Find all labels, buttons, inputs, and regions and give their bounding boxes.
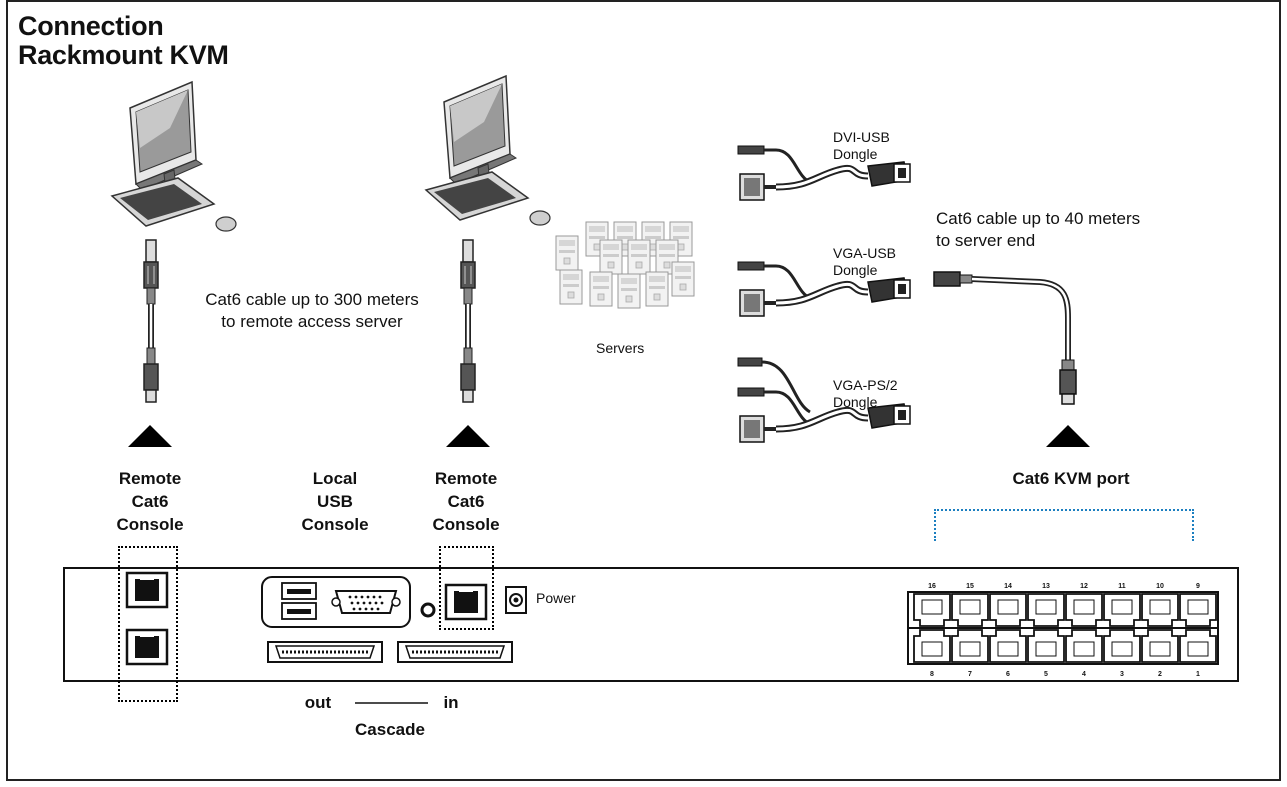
vga-ps2-label-line-1: VGA-PS/2 xyxy=(833,377,898,393)
servers-icon xyxy=(555,221,695,309)
port-number-9: 9 xyxy=(1196,583,1200,590)
title-line-2: Rackmount KVM xyxy=(18,40,229,70)
kvm-port-label: Cat6 KVM port xyxy=(1012,469,1130,488)
dvi-usb-label-line-2: Dongle xyxy=(833,146,878,162)
local-console-line-3: Console xyxy=(301,515,369,534)
vga-ps2-label-line-2: Dongle xyxy=(833,394,878,410)
remote-pc-1 xyxy=(111,81,237,232)
server-cable-label-line-2: to server end xyxy=(936,231,1036,250)
local-console-label: Local USB Console xyxy=(285,467,385,536)
port-number-6: 6 xyxy=(1006,671,1010,678)
port-number-4: 4 xyxy=(1082,671,1086,678)
remote-console-left-line-1: Remote xyxy=(118,469,182,488)
server-cable xyxy=(933,271,1077,405)
reset-knob-icon xyxy=(420,602,436,618)
remote-console-right-highlight xyxy=(439,546,494,630)
remote-console-left-line-2: Cat6 xyxy=(131,492,169,511)
remote-console-left-line-3: Console xyxy=(116,515,184,534)
remote-console-right-line-1: Remote xyxy=(434,469,498,488)
remote-cable-1 xyxy=(144,240,158,402)
remote-cable-2 xyxy=(461,240,475,402)
kvm-port-block xyxy=(907,591,1219,665)
remote-console-port-right xyxy=(444,583,488,621)
port-number-1: 1 xyxy=(1196,671,1200,678)
arrow-up-icon xyxy=(128,425,172,447)
port-number-8: 8 xyxy=(930,671,934,678)
vga-ps2-dongle-icon xyxy=(738,357,910,442)
port-number-5: 5 xyxy=(1044,671,1048,678)
port-number-11: 11 xyxy=(1118,583,1126,590)
port-number-7: 7 xyxy=(968,671,972,678)
cascade-label: Cascade xyxy=(355,720,425,739)
vga-ps2-dongle-label: VGA-PS/2 Dongle xyxy=(833,377,898,411)
remote-console-left-label: Remote Cat6 Console xyxy=(100,467,200,536)
port-number-10: 10 xyxy=(1156,583,1164,590)
remote-pc-2 xyxy=(425,75,551,226)
port-number-13: 13 xyxy=(1042,583,1050,590)
local-console-line-2: USB xyxy=(317,492,353,511)
diagram-frame xyxy=(6,0,1281,781)
dvi-usb-dongle-label: DVI-USB Dongle xyxy=(833,129,890,163)
server-cable-label: Cat6 cable up to 40 meters to server end xyxy=(936,208,1140,252)
remote-console-right-label: Remote Cat6 Console xyxy=(416,467,516,536)
remote-cable-label: Cat6 cable up to 300 meters to remote ac… xyxy=(172,289,452,333)
vga-usb-dongle-label: VGA-USB Dongle xyxy=(833,245,896,279)
remote-console-right-line-3: Console xyxy=(432,515,500,534)
server-cable-label-line-1: Cat6 cable up to 40 meters xyxy=(936,209,1141,228)
port-number-2: 2 xyxy=(1158,671,1162,678)
servers-label: Servers xyxy=(596,340,645,356)
remote-console-port-left xyxy=(125,571,169,666)
arrow-up-icon xyxy=(1046,425,1090,447)
port-number-3: 3 xyxy=(1120,671,1124,678)
local-console-line-1: Local xyxy=(312,469,358,488)
remote-console-right-line-2: Cat6 xyxy=(447,492,485,511)
remote-cable-label-line-1: Cat6 cable up to 300 meters xyxy=(205,290,419,309)
arrow-up-icon xyxy=(446,425,490,447)
cascade-in-port xyxy=(397,641,513,663)
cascade-in-label: in xyxy=(443,693,459,712)
remote-cable-label-line-2: to remote access server xyxy=(221,312,403,331)
remote-console-left-highlight xyxy=(118,546,178,702)
vga-usb-label-line-2: Dongle xyxy=(833,262,878,278)
cascade-out-port xyxy=(267,641,383,663)
dvi-usb-label-line-1: DVI-USB xyxy=(833,129,890,145)
port-number-15: 15 xyxy=(966,583,974,590)
port-number-12: 12 xyxy=(1080,583,1088,590)
port-number-14: 14 xyxy=(1004,583,1012,590)
title-line-1: Connection xyxy=(18,11,164,41)
vga-usb-label-line-1: VGA-USB xyxy=(833,245,897,261)
cascade-out-label: out xyxy=(304,693,332,712)
power-label: Power xyxy=(536,590,576,606)
port-number-16: 16 xyxy=(928,583,936,590)
diagram-title: Connection Rackmount KVM xyxy=(18,12,229,70)
local-usb-console-panel xyxy=(261,576,411,628)
kvm-port-highlight xyxy=(934,509,1194,541)
power-jack-icon xyxy=(505,586,527,614)
